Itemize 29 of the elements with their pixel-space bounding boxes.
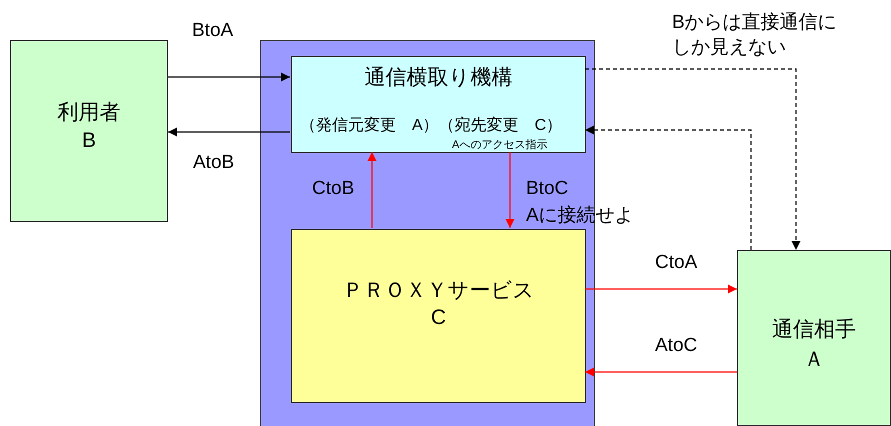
node-text: C bbox=[430, 306, 448, 330]
edge-label: CtoA bbox=[655, 252, 698, 274]
arrow bbox=[506, 152, 514, 228]
arrow bbox=[368, 152, 376, 228]
edge-label: BtoC bbox=[526, 178, 568, 200]
edge-label: BtoA bbox=[192, 20, 234, 42]
user-box bbox=[10, 40, 168, 222]
edge-label: AtoC bbox=[655, 335, 698, 357]
arrow bbox=[585, 368, 737, 376]
dashed-arrow bbox=[585, 68, 800, 250]
node-title: 通信横取り機構 bbox=[364, 65, 514, 91]
interception-box bbox=[291, 56, 586, 153]
node-title: 通信相手 bbox=[771, 317, 857, 343]
node-text: （発信元変更 A）（宛先変更 C） bbox=[300, 116, 562, 136]
note-text: Bからは直接通信にしか見えない bbox=[672, 11, 838, 60]
dashed-arrow bbox=[585, 126, 752, 250]
node-title: 利用者 bbox=[56, 100, 122, 126]
node-title: ＰＲＯＸＹサービス bbox=[342, 278, 536, 304]
partner-box bbox=[737, 250, 891, 426]
arrow bbox=[168, 72, 290, 82]
arrow bbox=[168, 128, 290, 136]
edge-label: AtoB bbox=[193, 152, 234, 174]
arrow bbox=[585, 284, 737, 294]
proxy-service-box bbox=[291, 229, 586, 403]
node-text: Ａ bbox=[802, 347, 826, 373]
edge-label: CtoB bbox=[312, 178, 354, 200]
node-text: Aへのアクセス指示 bbox=[452, 138, 548, 152]
service-band bbox=[260, 40, 595, 426]
node-text: B bbox=[80, 129, 97, 153]
